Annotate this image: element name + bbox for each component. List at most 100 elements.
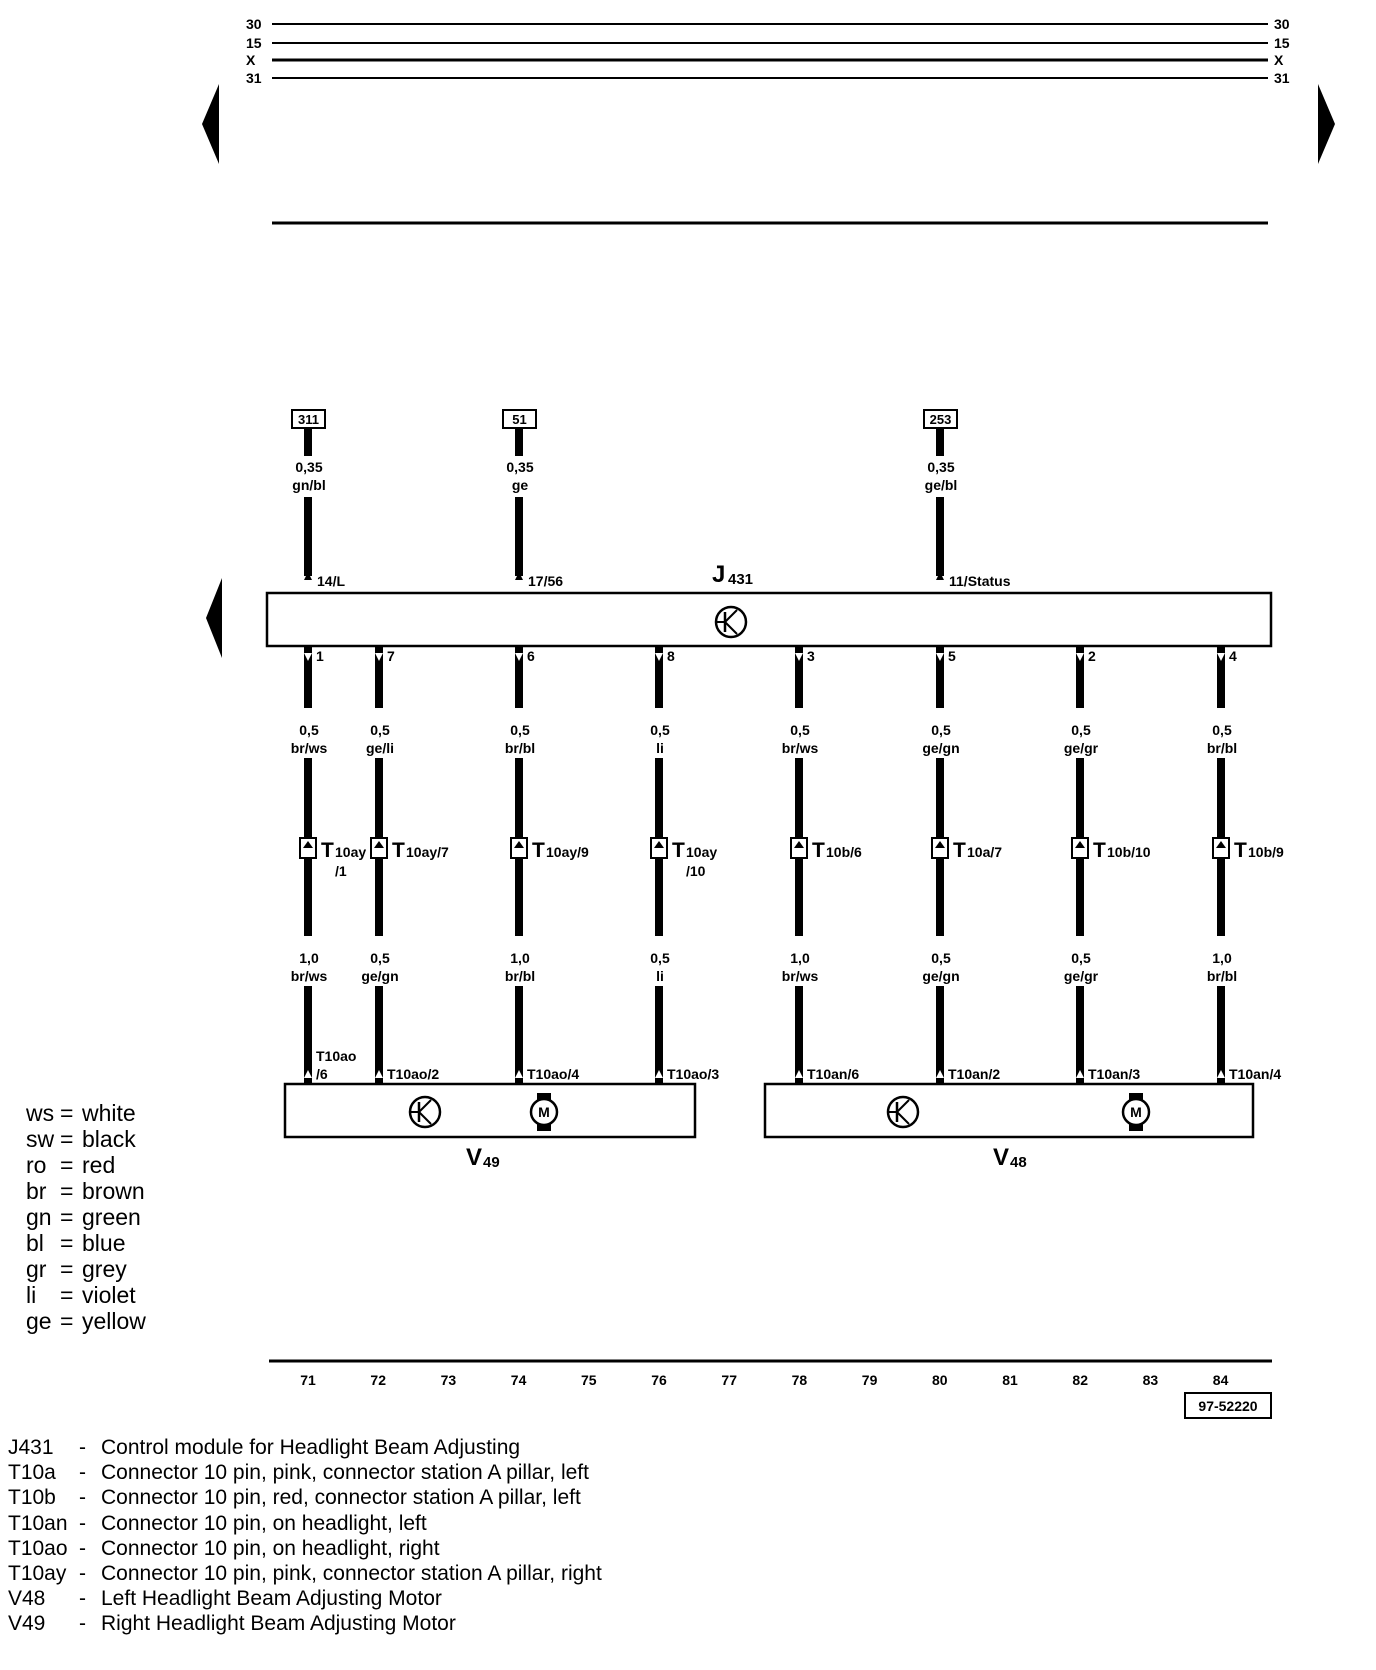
arrow-up-icon: [375, 1070, 383, 1078]
component-code: T10a: [8, 1461, 56, 1485]
pin-label: 1: [316, 648, 324, 664]
pin-label: 17/56: [528, 573, 563, 589]
legend-meaning: red: [82, 1152, 116, 1178]
component-list: J431-Control module for Headlight Beam A…: [8, 1435, 602, 1637]
wire-size: 1,0: [510, 950, 530, 966]
connector-sub: 10ay: [335, 844, 366, 860]
arrow-up-icon: [304, 572, 312, 580]
wire-color: ge/li: [366, 740, 394, 756]
wire-color: ge: [512, 477, 529, 493]
component-code: T10b: [8, 1486, 56, 1510]
component-desc: Connector 10 pin, on headlight, right: [101, 1536, 440, 1560]
end-pin-label: T10an/4: [1229, 1066, 1281, 1082]
component-code: V49: [8, 1612, 46, 1636]
module-name: J: [712, 561, 725, 588]
track-number: 76: [651, 1372, 667, 1388]
rail-label-right-x: X: [1274, 52, 1284, 68]
track-number: 83: [1143, 1372, 1159, 1388]
component-code: V48: [8, 1587, 46, 1611]
wire-color: li: [656, 740, 664, 756]
legend-meaning: green: [82, 1204, 141, 1230]
arrow-down-icon: [304, 653, 312, 661]
power-rails: 30 15 X 31 30 15 X 31: [246, 16, 1290, 225]
component-desc: Connector 10 pin, pink, connector statio…: [101, 1562, 602, 1586]
wire-color: li: [656, 968, 664, 984]
continuation-arrow-left-icon[interactable]: [206, 578, 222, 658]
component-row: V48-Left Headlight Beam Adjusting Motor: [8, 1587, 442, 1611]
component-row: T10ao-Connector 10 pin, on headlight, ri…: [8, 1536, 440, 1560]
arrow-up-icon: [655, 1070, 663, 1078]
track-number: 73: [441, 1372, 457, 1388]
component-row: T10a-Connector 10 pin, pink, connector s…: [8, 1461, 589, 1485]
wire-size: 0,35: [506, 459, 533, 475]
rail-label-left-x: X: [246, 52, 256, 68]
connector-name: T: [953, 839, 966, 862]
wire-size: 0,5: [650, 722, 670, 738]
connector-arrow-icon: [794, 841, 804, 848]
rail-label-left-31: 31: [246, 70, 262, 86]
connector-sub2: /1: [335, 863, 347, 879]
arrow-down-icon: [1076, 653, 1084, 661]
connector-arrow-icon: [303, 841, 313, 848]
track-number: 78: [792, 1372, 808, 1388]
arrow-down-icon: [795, 653, 803, 661]
electronic-circuit-icon: [886, 1095, 920, 1129]
doc-ref-box: [1184, 1392, 1272, 1419]
wire-size: 0,35: [927, 459, 954, 475]
rail-label-right-31: 31: [1274, 70, 1290, 86]
end-pin-label: T10ao/2: [387, 1066, 439, 1082]
page-arrow-right-icon[interactable]: [1318, 84, 1335, 164]
legend-abbr: gn: [26, 1204, 52, 1230]
arrow-down-icon: [375, 653, 383, 661]
motor-name: V: [993, 1144, 1009, 1171]
pin-label: 2: [1088, 648, 1096, 664]
wire-size: 0,5: [790, 722, 810, 738]
end-pin-label: T10an/6: [807, 1066, 859, 1082]
motor-sub: 48: [1010, 1154, 1027, 1171]
connector-sub: 10b/6: [826, 844, 862, 860]
track-number: 81: [1002, 1372, 1018, 1388]
wire-size: 0,5: [370, 950, 390, 966]
legend-abbr: sw: [26, 1126, 55, 1152]
pin-label: 7: [387, 648, 395, 664]
connector-name: T: [812, 839, 825, 862]
legend-row: ge=yellow: [26, 1308, 146, 1334]
motor-symbol: M: [1130, 1104, 1142, 1120]
arrow-up-icon: [936, 572, 944, 580]
component-row: V49-Right Headlight Beam Adjusting Motor: [8, 1612, 456, 1636]
legend-meaning: white: [82, 1100, 136, 1126]
pin-label: 6: [527, 648, 535, 664]
motor-v48: M V 48: [763, 1082, 1255, 1171]
page-arrow-left-icon[interactable]: [202, 84, 219, 164]
connector-name: T: [1234, 839, 1247, 862]
connector-name: T: [672, 839, 685, 862]
wire-size: 0,5: [1071, 950, 1091, 966]
pin-label: 4: [1229, 648, 1237, 664]
arrow-up-icon: [515, 572, 523, 580]
connector-name: T: [392, 839, 405, 862]
connector-sub: 10b/10: [1107, 844, 1151, 860]
color-legend: ws=white sw=black ro=red br=brown gn=gre…: [26, 1100, 146, 1334]
wire-size: 0,5: [299, 722, 319, 738]
wire-color: br/bl: [505, 968, 535, 984]
arrow-up-icon: [515, 1070, 523, 1078]
legend-row: li=violet: [26, 1282, 136, 1308]
connector-arrow-icon: [935, 841, 945, 848]
track-number: 82: [1072, 1372, 1088, 1388]
end-pin-label: T10ao/4: [527, 1066, 579, 1082]
pin-label: 11/Status: [949, 573, 1011, 589]
wire-color: br/bl: [505, 740, 535, 756]
ref-box-311: 311: [298, 412, 319, 427]
legend-row: sw=black: [26, 1126, 136, 1152]
wire-size: 0,5: [1071, 722, 1091, 738]
ref-box-51: 51: [512, 412, 526, 427]
legend-abbr: gr: [26, 1256, 47, 1282]
wire-size: 1,0: [790, 950, 810, 966]
wire-size: 0,35: [295, 459, 322, 475]
